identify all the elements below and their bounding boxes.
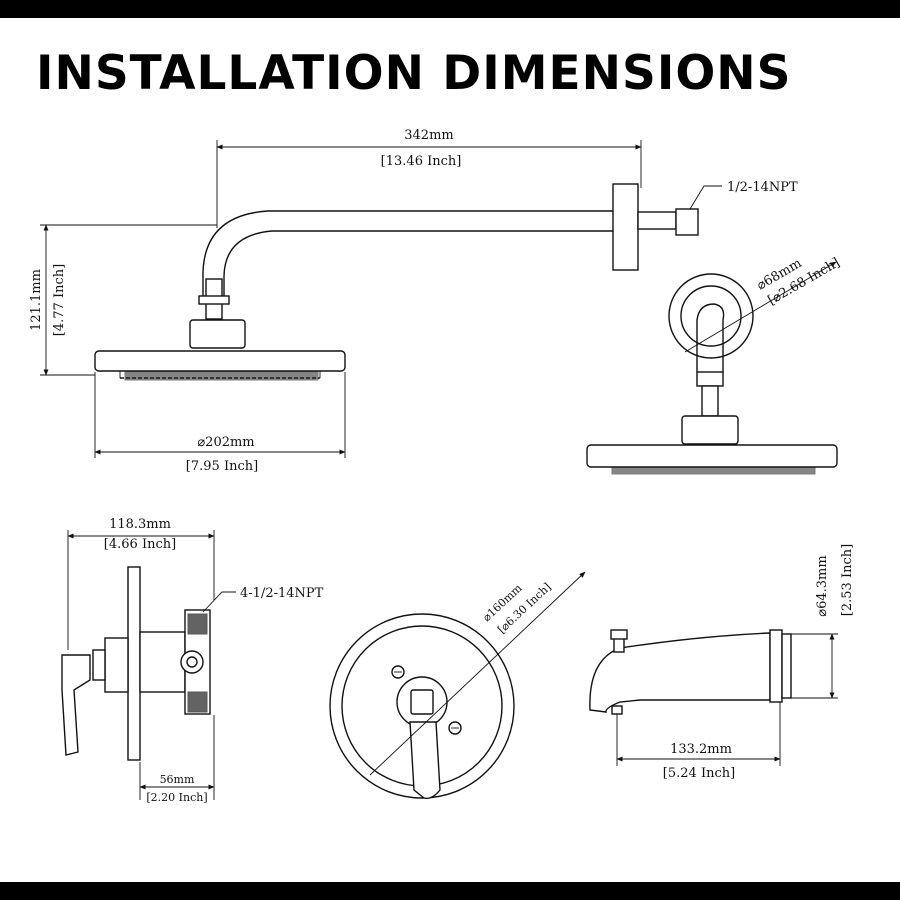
handle-side — [61, 654, 91, 756]
head-diameter-inch: [7.95 Inch] — [186, 459, 258, 474]
arm-height-mm: 121.1mm — [29, 269, 44, 331]
spout-height-mm: ⌀64.3mm — [815, 555, 830, 616]
bottom-border-bar — [0, 882, 900, 900]
valve-depth-inch: [4.66 Inch] — [104, 537, 176, 552]
head-connector — [189, 319, 246, 349]
spout-length-inch: [5.24 Inch] — [663, 766, 735, 781]
spout-length-mm: 133.2mm — [670, 742, 732, 757]
trim-plate-side — [127, 566, 141, 761]
top-border-bar — [0, 0, 900, 18]
valve-depth-mm: 118.3mm — [109, 517, 171, 532]
shower-head-side — [94, 350, 346, 372]
wall-flange-side — [612, 183, 639, 271]
shower-arm-side-view: 342mm [13.46 Inch] 1/2-14NPT 121.1mm [4.… — [29, 128, 798, 474]
arm-height-inch: [4.77 Inch] — [52, 264, 67, 336]
head-diameter-mm: ⌀202mm — [197, 435, 254, 450]
arm-length-mm: 342mm — [404, 128, 453, 143]
valve-thread-label: 4-1/2-14NPT — [240, 586, 324, 601]
shower-head-front-view: ⌀68mm [⌀2.68 Inch] — [586, 255, 842, 475]
tub-spout-view: ⌀64.3mm [2.53 Inch] 133.2mm [5.24 Inch] — [589, 544, 855, 781]
arm-thread-end — [675, 208, 699, 236]
arm-length-inch: [13.46 Inch] — [381, 154, 462, 169]
page-title: INSTALLATION DIMENSIONS — [36, 46, 792, 101]
valve-side-view: 118.3mm [4.66 Inch] 4-1/2-14NPT 56mm [2.… — [61, 517, 324, 804]
spout-height-inch: [2.53 Inch] — [840, 544, 855, 616]
handle-lever-front — [409, 721, 441, 800]
trim-plate-front-view: ⌀160mm [⌀6.30 Inch] — [329, 571, 586, 800]
valve-body-mm: 56mm — [160, 773, 195, 786]
arm-thread-label: 1/2-14NPT — [727, 180, 798, 195]
valve-body-inch: [2.20 Inch] — [146, 791, 207, 804]
